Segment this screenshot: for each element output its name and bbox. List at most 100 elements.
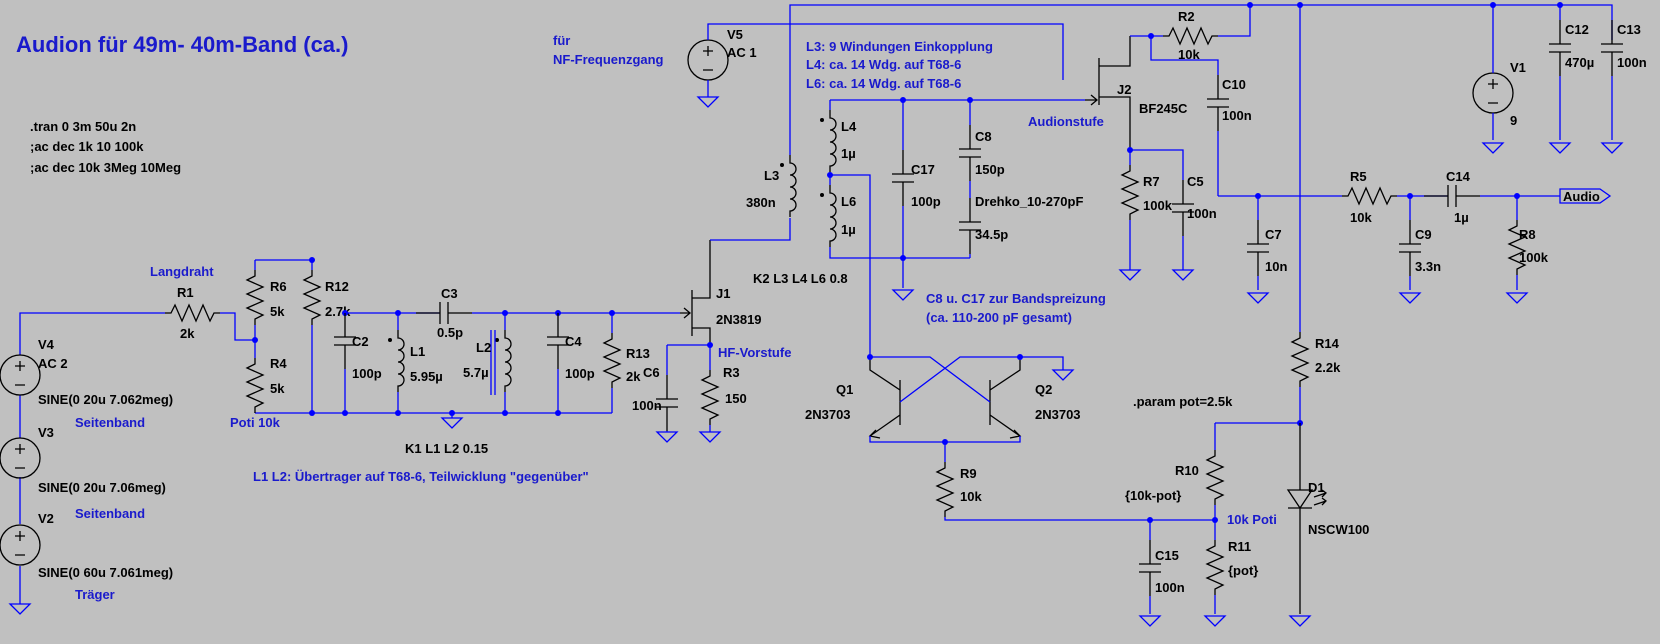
param-pot: .param pot=2.5k [1133,394,1233,409]
c8-value: 150p [975,162,1005,177]
led-d1 [1286,423,1327,614]
ground-symbol [1139,615,1161,627]
ground-symbol [892,289,914,301]
c6-value: 100n [632,398,662,413]
c15-value: 100n [1155,580,1185,595]
r13-name: R13 [626,346,650,361]
spice-directive-1: .tran 0 3m 50u 2n [30,119,136,134]
ground-symbol [1601,142,1623,154]
capacitor-c14 [1423,184,1481,208]
ground-symbol [1247,292,1269,304]
r9-value: 10k [960,489,982,504]
l1-value: 5.95µ [410,369,443,384]
spice-directive-3: ;ac dec 10k 3Meg 10Meg [30,160,181,175]
inductor-l1 [387,329,405,393]
r7-name: R7 [1143,174,1160,189]
inductor-l2 [494,329,512,393]
v3-name: V3 [38,425,54,440]
c2-value: 100p [352,366,382,381]
output-port-audio [1559,188,1612,204]
comment-hf-vorstufe: HF-Vorstufe [718,345,791,360]
ground-symbol [1506,292,1528,304]
l2-name: L2 [476,340,491,355]
resistor-r5 [1341,187,1398,205]
l4-value: 1µ [841,146,856,161]
l6-name: L6 [841,194,856,209]
ground-symbol [1052,369,1074,381]
r7-value: 100k [1143,198,1173,213]
c17-value: 100p [911,194,941,209]
c5-name: C5 [1187,174,1204,189]
r5-name: R5 [1350,169,1367,184]
v4-sine: SINE(0 20u 7.062meg) [38,392,173,407]
c7-name: C7 [1265,227,1282,242]
c5-value: 100n [1187,206,1217,221]
c12-name: C12 [1565,22,1589,37]
r14-value: 2.2k [1315,360,1341,375]
r2-value: 10k [1178,47,1200,62]
k2-coupling: K2 L3 L4 L6 0.8 [753,271,848,286]
voltage-source-v1 [1472,72,1514,114]
c8-name: C8 [975,129,992,144]
resistor-r14 [1291,331,1309,388]
c4-name: C4 [565,334,582,349]
ground-symbol [1482,142,1504,154]
comment-audionstufe: Audionstufe [1028,114,1104,129]
capacitor-c3 [415,301,473,325]
comment-seitenband-2: Seitenband [75,506,145,521]
schematic-title: Audion für 49m- 40m-Band (ca.) [16,32,348,57]
c10-name: C10 [1222,77,1246,92]
c12-value: 470µ [1565,55,1594,70]
l4-name: L4 [841,119,857,134]
comment-l3-windungen: L3: 9 Windungen Einkopplung [806,39,993,54]
r10-value: {10k-pot} [1125,488,1181,503]
c14-value: 1µ [1454,210,1469,225]
ground-symbol [1119,269,1141,281]
voltage-source-v3 [0,437,41,479]
r13-value: 2k [626,369,641,384]
resistor-r9 [936,461,954,518]
voltage-source-v4 [0,354,41,396]
spice-directive-2: ;ac dec 1k 10 100k [30,139,144,154]
r14-name: R14 [1315,336,1340,351]
comment-l1-l2-uebertrager: L1 L2: Übertrager auf T68-6, Teilwicklun… [253,469,589,484]
c13-name: C13 [1617,22,1641,37]
comment-seitenband-1: Seitenband [75,415,145,430]
c8-drehko: Drehko_10-270pF [975,194,1083,209]
jfet-j1 [680,240,711,345]
comment-nf-frequenzgang: NF-Frequenzgang [553,52,664,67]
j1-name: J1 [716,286,730,301]
c2-name: C2 [352,334,369,349]
resistor-r4 [246,357,264,414]
l6-value: 1µ [841,222,856,237]
comment-10k-poti: 10k Poti [1227,512,1277,527]
c3-name: C3 [441,286,458,301]
inductor-l3 [779,154,797,218]
comment-langdraht: Langdraht [150,264,214,279]
ground-symbol [656,431,678,443]
inductor-l6 [819,184,837,248]
v4-value: AC 2 [38,356,68,371]
output-label: Audio [1563,189,1600,204]
r8-value: 100k [1519,250,1549,265]
l3-value: 380n [746,195,776,210]
resistor-r2 [1162,27,1219,45]
c9-name: C9 [1415,227,1432,242]
v3-sine: SINE(0 20u 7.06meg) [38,480,166,495]
l2-value: 5.7µ [463,365,489,380]
v2-sine: SINE(0 60u 7.061meg) [38,565,173,580]
ground-symbol [1289,615,1311,627]
j2-name: J2 [1117,82,1131,97]
c17-name: C17 [911,162,935,177]
wire-antenna [19,312,165,604]
ground-symbol [441,417,463,429]
c7-value: 10n [1265,259,1287,274]
r5-value: 10k [1350,210,1372,225]
c6-name: C6 [643,365,660,380]
c4-value: 100p [565,366,595,381]
d1-value: NSCW100 [1308,522,1369,537]
r1-name: R1 [177,285,194,300]
resistor-r10 [1206,449,1224,506]
voltage-source-v2 [0,524,41,566]
r8-name: R8 [1519,227,1536,242]
